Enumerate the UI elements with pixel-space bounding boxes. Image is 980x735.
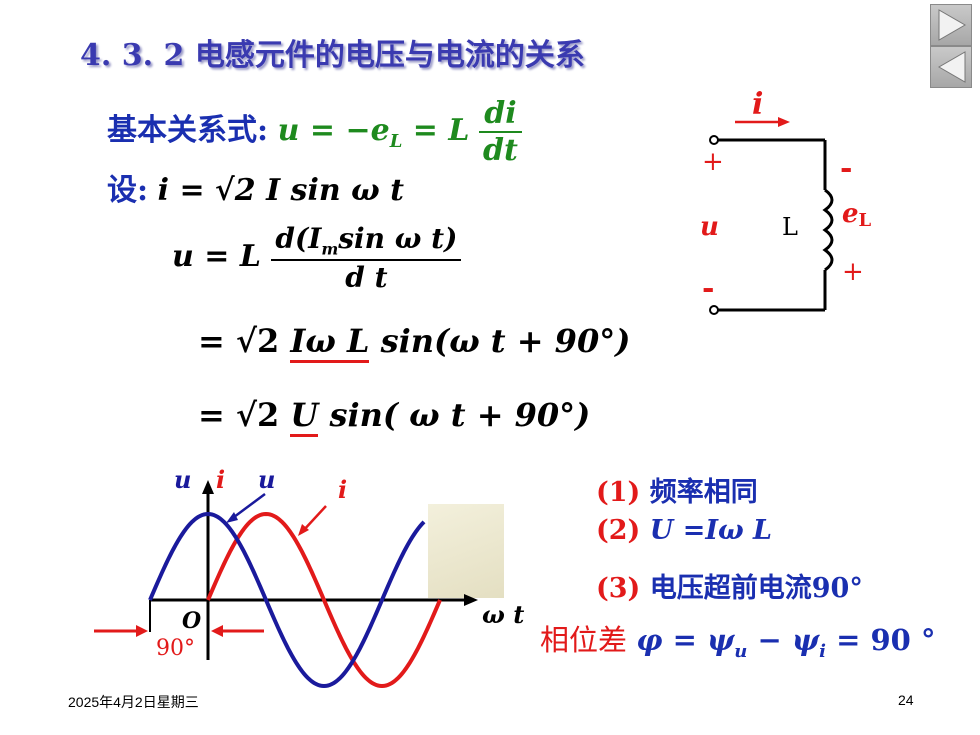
- curve-u-label: u: [258, 465, 275, 494]
- x-axis-label: ω t: [482, 600, 524, 629]
- decorative-image-patch: [428, 504, 504, 598]
- phase-label: 90°: [156, 636, 195, 661]
- basic-relation: 基本关系式: u = −eL = L di dt: [107, 96, 522, 168]
- fraction-di-dt: di dt: [479, 96, 522, 168]
- basic-formula: u = −eL = L: [277, 113, 470, 152]
- underlined-u: U: [290, 396, 319, 437]
- page-number: 24: [898, 692, 914, 708]
- inductor-label: L: [782, 213, 798, 241]
- plus-right-label: +: [842, 257, 864, 287]
- play-prev-icon: [937, 51, 966, 83]
- inductor-coil: [822, 188, 834, 272]
- minus-left-label: -: [702, 271, 714, 306]
- point-2: (2) U =Iω L: [596, 515, 773, 546]
- voltage-label: u: [700, 212, 719, 242]
- fraction-derivative: d(Imsin ω t) d t: [271, 222, 462, 294]
- origin-label: O: [182, 608, 201, 634]
- underlined-iwl: Iω L: [290, 322, 370, 363]
- footer-date: 2025年4月2日星期三: [68, 694, 199, 710]
- minus-right-label: -: [840, 151, 852, 186]
- slide-title: 4. 3. 2 电感元件的电压与电流的关系: [80, 38, 585, 73]
- terminal-top: [709, 135, 719, 145]
- emf-label: eL: [842, 199, 872, 231]
- assumption: 设: i = √2 I sin ω t: [107, 165, 404, 209]
- y-axis-arrow: [202, 480, 214, 494]
- axis-i-label: i: [216, 465, 225, 494]
- u-result-line: = √2 Iω L sin(ω t + 90°): [198, 322, 630, 363]
- current-label: i: [752, 87, 763, 122]
- inductor-circuit: i + u - L - eL +: [700, 87, 872, 315]
- point-3: (3) 电压超前电流90°: [596, 573, 863, 604]
- phase-diff-label: 相位差: [540, 623, 628, 657]
- assume-label: 设:: [107, 173, 149, 208]
- basic-label: 基本关系式:: [107, 113, 269, 148]
- next-slide-button[interactable]: [930, 4, 972, 46]
- assume-formula: i = √2 I sin ω t: [157, 173, 404, 208]
- phase-diff-formula: φ = ψu − ψi = 90 °: [636, 623, 936, 662]
- play-next-icon: [938, 9, 967, 41]
- prev-slide-button[interactable]: [930, 46, 972, 88]
- u-derivative: u = L d(Imsin ω t) d t: [172, 222, 462, 294]
- voltage-curve: [148, 511, 426, 689]
- curve-i-label: i: [338, 475, 347, 504]
- axis-u-label: u: [174, 465, 191, 494]
- current-curve: [206, 511, 442, 689]
- point-1: (1) 频率相同: [596, 477, 758, 508]
- plus-top-label: +: [702, 147, 724, 177]
- waveform-plot: u i u i O ω t 90°: [94, 465, 524, 689]
- terminal-bottom: [709, 305, 719, 315]
- x-axis-arrow: [464, 594, 478, 606]
- phase-difference: 相位差 φ = ψu − ψi = 90 °: [540, 617, 935, 662]
- u-amplitude-line: = √2 U sin( ω t + 90°): [198, 396, 590, 437]
